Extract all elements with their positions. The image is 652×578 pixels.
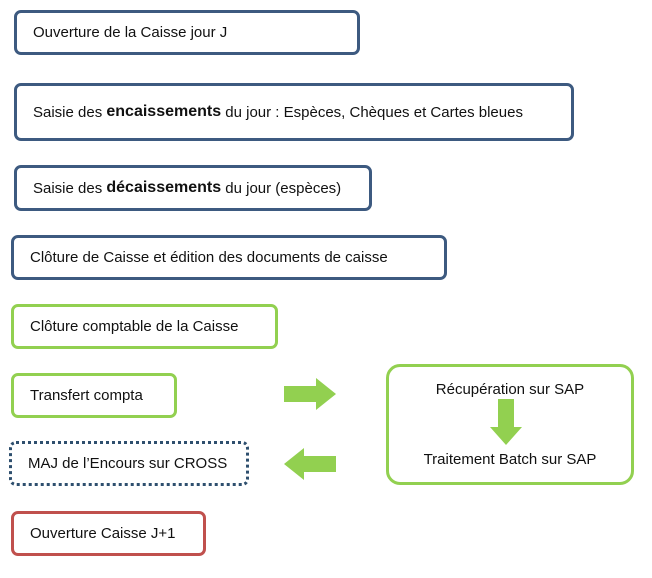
step-saisie-decaissements: Saisie des décaissements du jour (espèce…: [14, 165, 372, 211]
step-label-bold: encaissements: [106, 103, 222, 120]
step-label-prefix: Saisie des: [33, 179, 107, 197]
step-label-suffix: du jour (espèces): [221, 179, 342, 197]
sap-process-box: Récupération sur SAP Traitement Batch su…: [386, 364, 634, 485]
down-arrow-icon: [490, 399, 522, 445]
step-label-suffix: du jour : Espèces, Chèques et Cartes ble…: [221, 103, 523, 121]
step-saisie-encaissements: Saisie des encaissements du jour : Espèc…: [14, 83, 574, 141]
step-label: Clôture comptable de la Caisse: [30, 318, 239, 335]
step-maj-encours-cross: MAJ de l’Encours sur CROSS: [9, 441, 249, 486]
right-arrow-icon: [284, 378, 336, 410]
step-label-bold: décaissements: [106, 179, 222, 196]
left-arrow-icon: [284, 448, 336, 480]
step-label: Ouverture Caisse J+1: [30, 525, 176, 542]
step-label: Ouverture de la Caisse jour J: [33, 24, 228, 41]
sap-recuperation-label: Récupération sur SAP: [435, 381, 585, 398]
step-label: Transfert compta: [30, 387, 143, 404]
step-ouverture-caisse-j: Ouverture de la Caisse jour J: [14, 10, 360, 55]
step-label-prefix: Saisie des: [33, 103, 107, 121]
step-transfert-compta: Transfert compta: [11, 373, 177, 418]
step-cloture-comptable: Clôture comptable de la Caisse: [11, 304, 278, 349]
step-label: MAJ de l’Encours sur CROSS: [28, 455, 228, 472]
step-cloture-caisse: Clôture de Caisse et édition des documen…: [11, 235, 447, 280]
step-label: Clôture de Caisse et édition des documen…: [30, 249, 388, 266]
sap-traitement-label: Traitement Batch sur SAP: [423, 451, 597, 468]
step-ouverture-caisse-j1: Ouverture Caisse J+1: [11, 511, 206, 556]
